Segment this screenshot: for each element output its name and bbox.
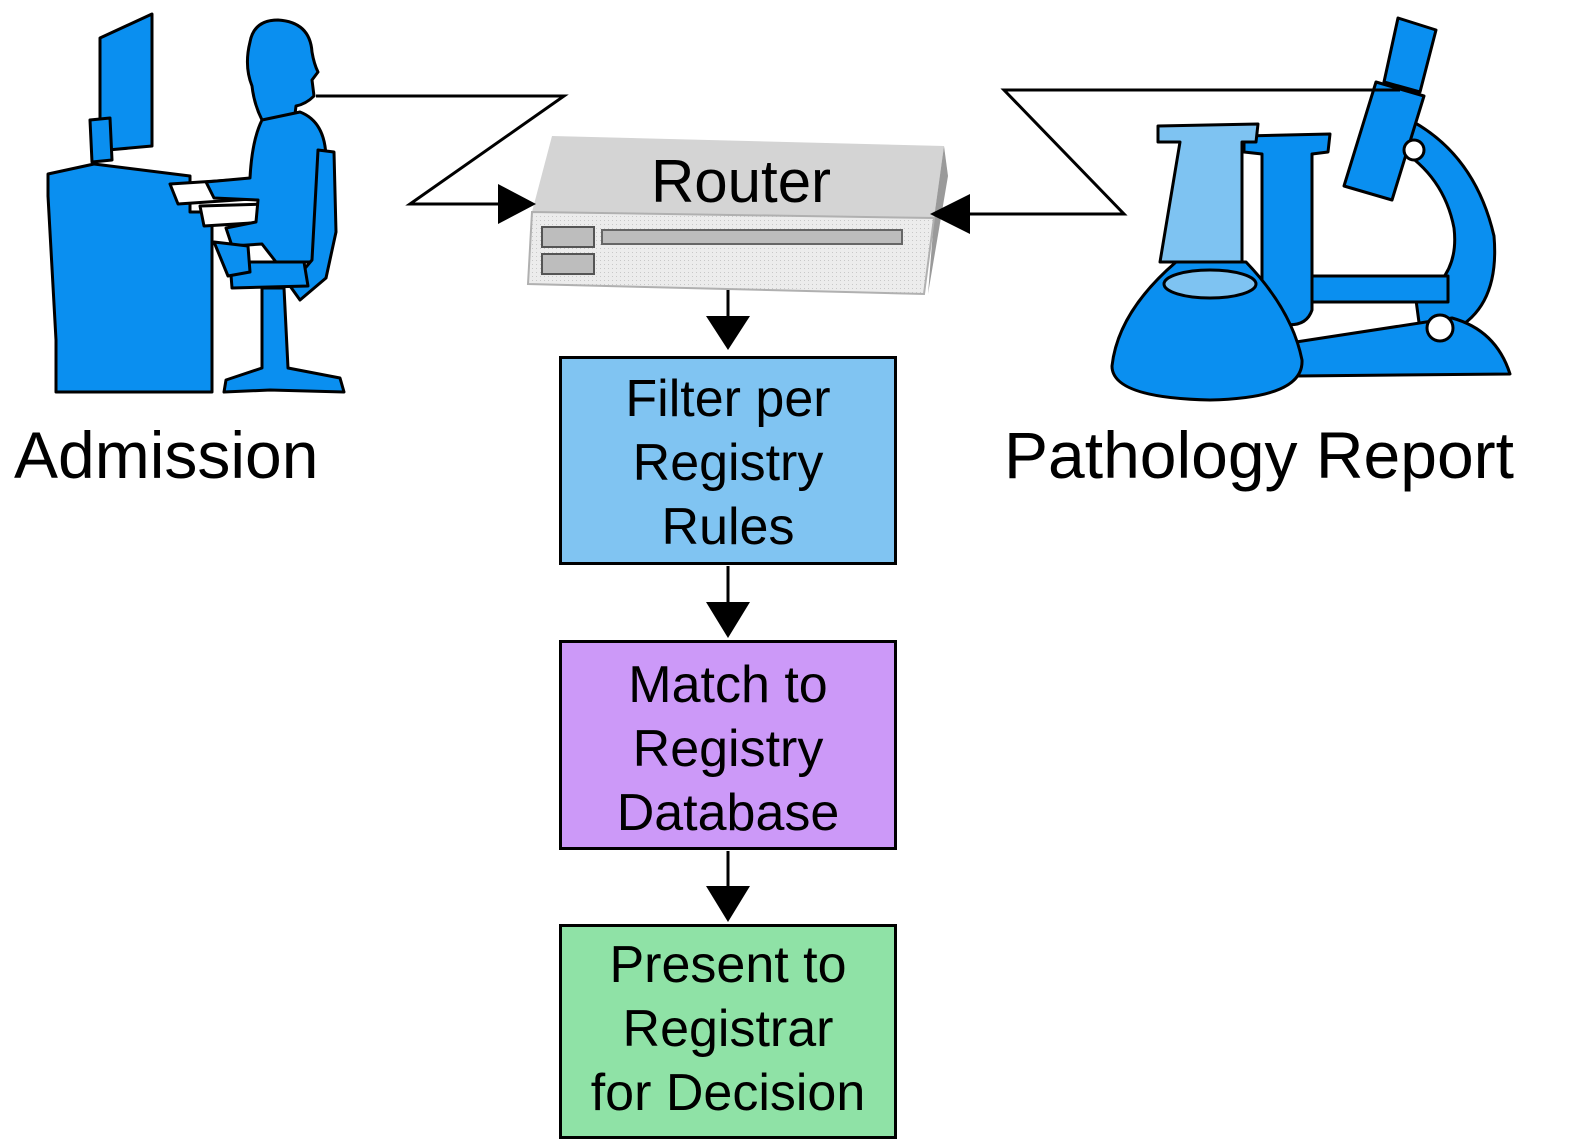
step-line: Registry: [632, 720, 824, 778]
match-to-present-arrow: [706, 851, 750, 922]
step-line: Present to: [609, 936, 847, 994]
step-line: Registrar: [622, 1000, 834, 1058]
admission-to-router-connector: [316, 94, 569, 224]
step-line: Match to: [628, 656, 828, 714]
pathology-report-label: Pathology Report: [1004, 418, 1514, 492]
computer-user-icon: [46, 12, 346, 394]
present-to-registrar-box: Present to Registrar for Decision: [559, 924, 897, 1139]
pathology-to-router-connector: [930, 88, 1400, 234]
step-line: Database: [616, 784, 840, 842]
filter-per-registry-rules-box: Filter per Registry Rules: [559, 356, 897, 565]
lab-equipment-icon: [1110, 16, 1512, 402]
admission-label: Admission: [14, 418, 319, 492]
router-device-icon: [526, 136, 948, 296]
match-to-registry-database-box: Match to Registry Database: [559, 640, 897, 850]
step-line: Filter per: [625, 370, 831, 428]
step-line: Rules: [661, 498, 795, 556]
router-label: Router: [650, 148, 832, 215]
filter-to-match-arrow: [706, 566, 750, 638]
step-line: Registry: [632, 434, 824, 492]
step-line: for Decision: [590, 1064, 866, 1122]
router-to-filter-arrow: [706, 290, 750, 350]
